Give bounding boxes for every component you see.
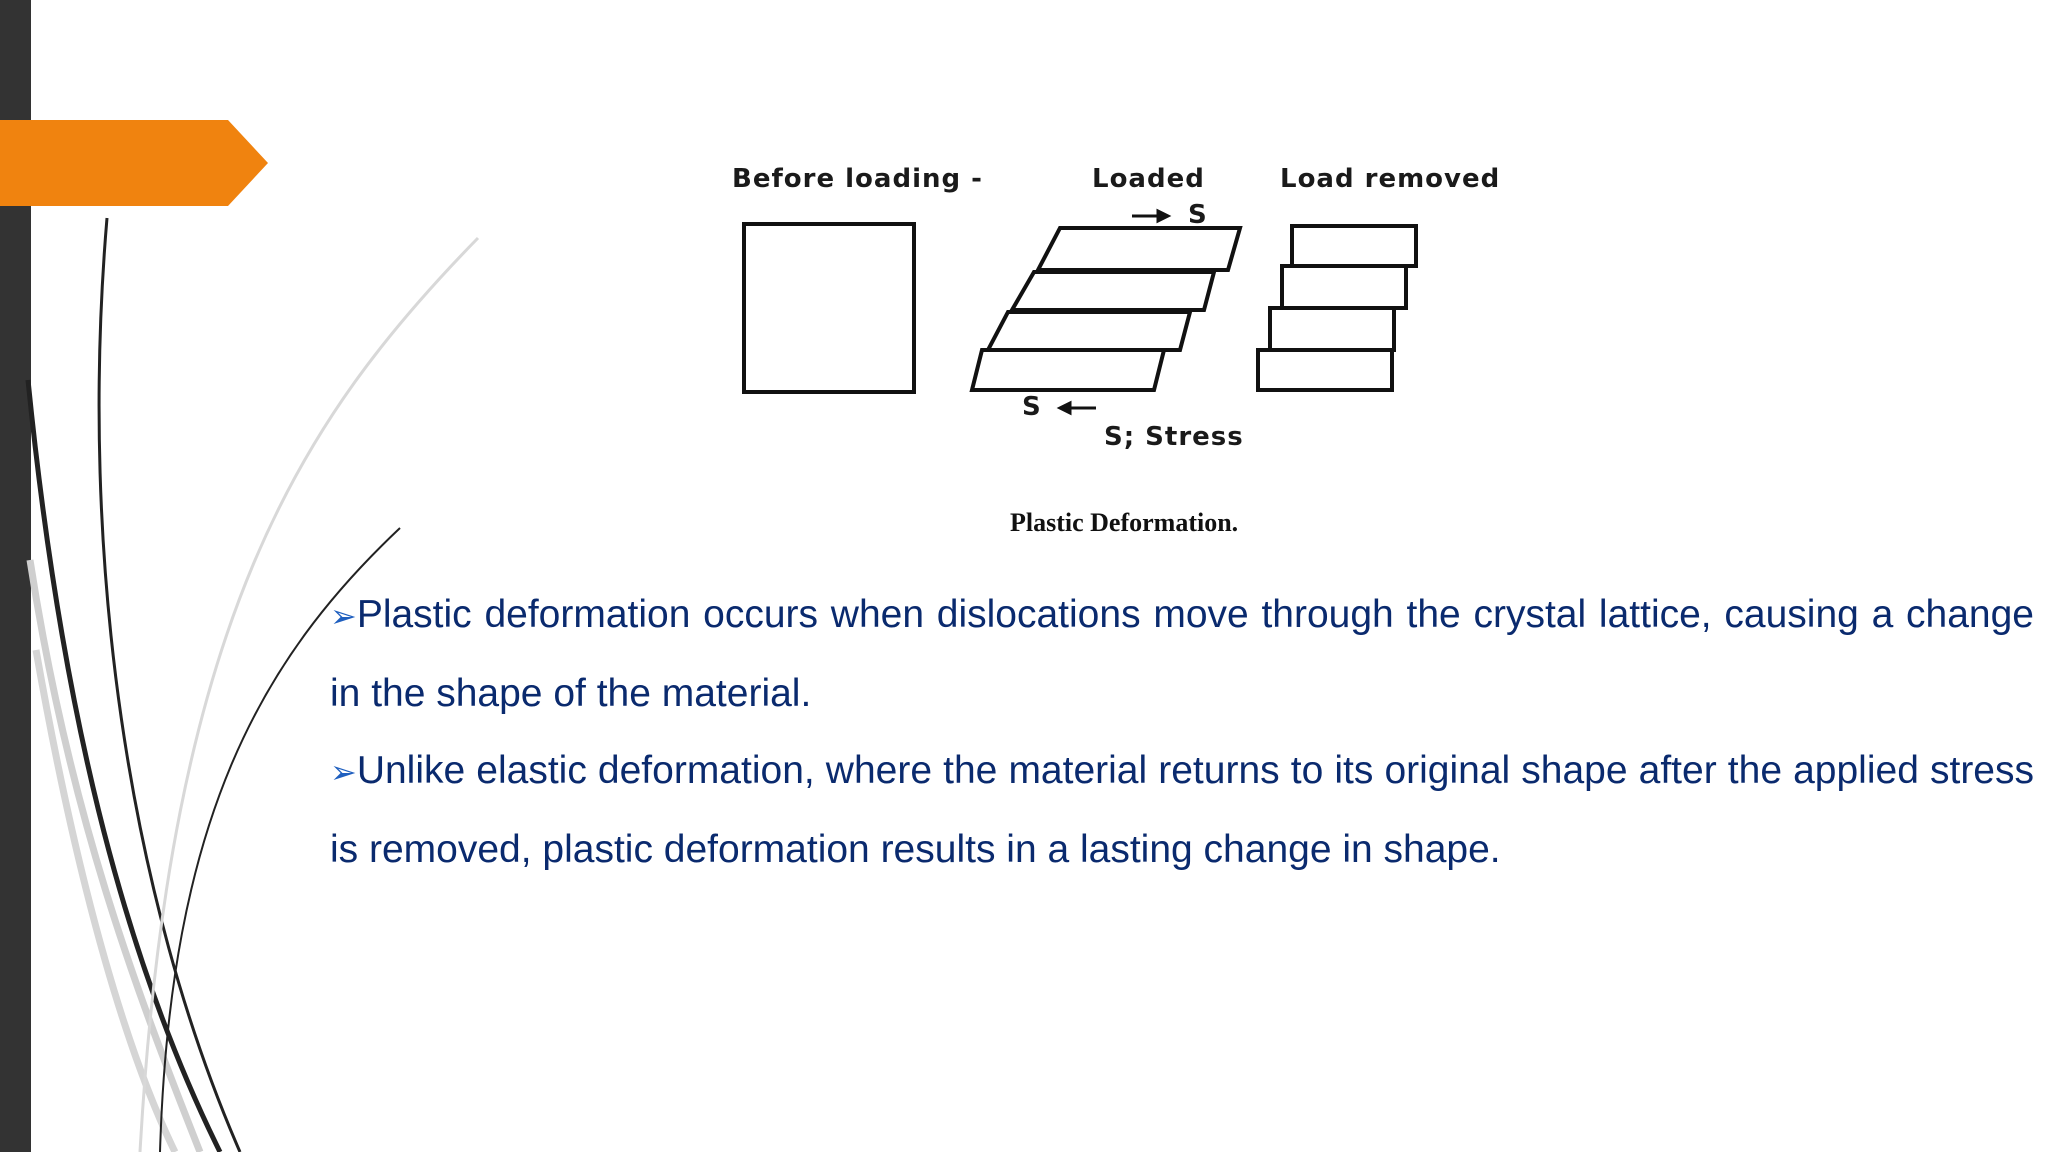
- bullet-1: ➢Plastic deformation occurs when disloca…: [330, 576, 2034, 732]
- loaded-layer-3: [984, 310, 1193, 352]
- label-stress: S; Stress: [1104, 422, 1244, 452]
- label-load-removed: Load removed: [1280, 164, 1501, 194]
- plastic-deformation-figure: Before loading - Loaded Load removed S S…: [720, 160, 1500, 550]
- unloaded-block: [742, 222, 916, 394]
- figure-caption: Plastic Deformation.: [1010, 508, 1239, 537]
- loaded-layer-1: [1034, 226, 1243, 272]
- label-s-bottom: S: [1022, 392, 1042, 422]
- decorative-curves: [25, 217, 480, 1152]
- bullet-2-text: Unlike elastic deformation, where the ma…: [330, 749, 2034, 871]
- bullet-2: ➢Unlike elastic deformation, where the m…: [330, 732, 2034, 888]
- label-before-loading: Before loading -: [732, 164, 983, 194]
- loaded-layer-4: [969, 348, 1167, 392]
- label-loaded: Loaded: [1092, 164, 1205, 194]
- bullet-1-text: Plastic deformation occurs when dislocat…: [330, 593, 2034, 715]
- removed-layer-2: [1280, 264, 1408, 310]
- deformation-diagram: [742, 208, 1418, 416]
- slide-body: ➢Plastic deformation occurs when disloca…: [330, 576, 2034, 888]
- removed-layer-3: [1268, 306, 1396, 352]
- removed-layer-1: [1290, 224, 1418, 268]
- loaded-layer-2: [1008, 270, 1217, 312]
- accent-arrow-tab: [0, 120, 268, 206]
- arrow-bullet-icon: ➢: [330, 598, 357, 634]
- label-s-top: S: [1188, 200, 1208, 230]
- arrow-bullet-icon: ➢: [330, 754, 357, 790]
- removed-layer-4: [1256, 348, 1394, 392]
